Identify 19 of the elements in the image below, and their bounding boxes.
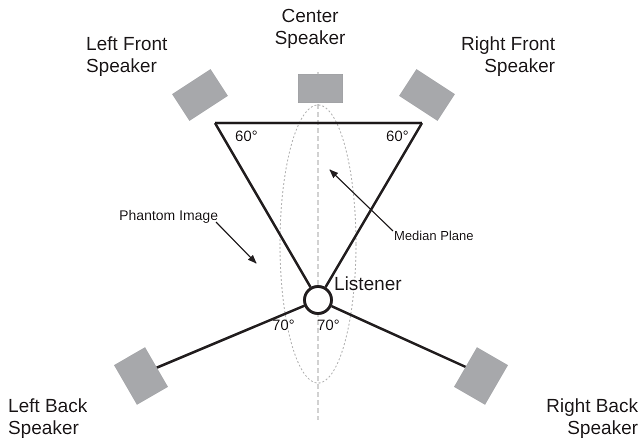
angle-label: 70° (317, 318, 340, 333)
speaker-label: Right Front Speaker (460, 34, 555, 78)
speaker-label: Left Back Speaker (8, 396, 88, 440)
angle-label: 60° (235, 129, 258, 144)
speaker-label: Left Front Speaker (86, 34, 168, 78)
angle-label: 70° (272, 318, 295, 333)
angle-label: 60° (386, 129, 409, 144)
speaker-label: Center Speaker (274, 6, 346, 50)
leader-arrow (329, 169, 394, 232)
sight-line (215, 122, 422, 124)
leader-arrow (216, 222, 257, 264)
speaker-label: Right Back Speaker (545, 396, 638, 440)
annotation-label: Phantom Image (118, 207, 218, 224)
annotation-label: Median Plane (394, 229, 474, 244)
sight-line (214, 122, 312, 288)
sight-line (324, 122, 424, 288)
listener-label: Listener (334, 274, 403, 296)
sight-line (156, 304, 305, 370)
sight-line (331, 305, 469, 370)
